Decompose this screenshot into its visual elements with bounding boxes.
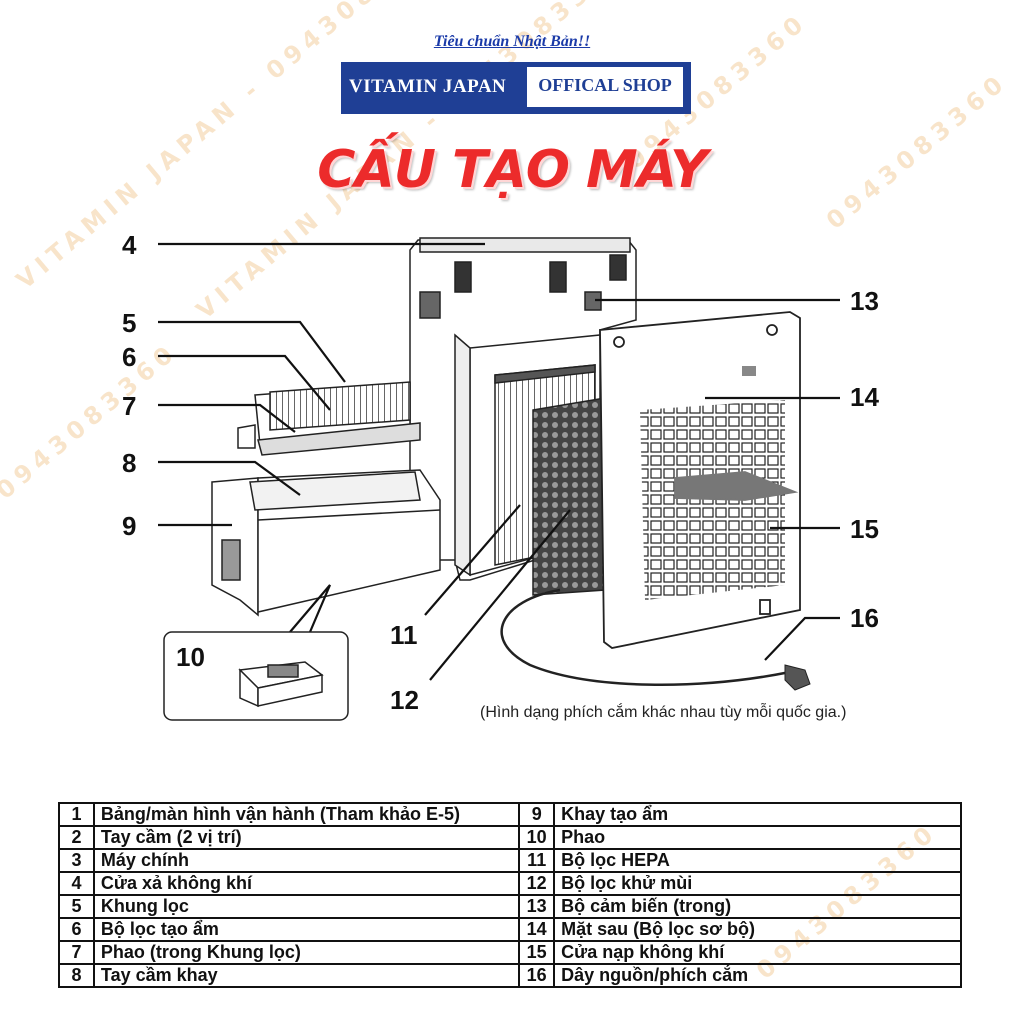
part-number: 5	[58, 894, 95, 919]
humidifying-tray	[211, 469, 441, 617]
deodorizing-filter	[532, 397, 606, 596]
filter-frame	[237, 381, 421, 456]
leader-lines	[158, 242, 840, 681]
part-number: 3	[58, 848, 95, 873]
callout-4: 4	[122, 230, 137, 260]
part-number: 6	[58, 917, 95, 942]
callout-15: 15	[850, 514, 879, 544]
part-number: 11	[518, 848, 556, 873]
callout-9: 9	[122, 511, 137, 541]
part-label: Tay cầm (2 vị trí)	[92, 825, 521, 850]
page-title: CẤU TẠO MÁY	[317, 140, 707, 200]
power-cord	[500, 588, 791, 686]
part-label: Phao	[553, 825, 962, 850]
part-label: Mặt sau (Bộ lọc sơ bộ)	[553, 917, 962, 942]
callout-10: 10	[176, 642, 205, 672]
part-number: 12	[518, 871, 556, 896]
callout-7: 7	[122, 391, 137, 421]
part-label: Khung lọc	[92, 894, 521, 919]
part-number: 14	[518, 917, 556, 942]
part-number: 9	[518, 802, 556, 827]
shop-banner: VITAMIN JAPAN OFFICAL SHOP	[341, 62, 691, 114]
part-label: Bộ cảm biến (trong)	[553, 894, 962, 919]
part-label: Bộ lọc HEPA	[553, 848, 962, 873]
plug-note: (Hình dạng phích cắm khác nhau tùy mỗi q…	[480, 704, 847, 721]
part-number: 1	[58, 802, 95, 827]
part-number: 13	[518, 894, 556, 919]
part-number: 7	[58, 940, 95, 965]
part-label: Bộ lọc khử mùi	[553, 871, 962, 896]
part-number: 16	[518, 963, 556, 988]
part-label: Phao (trong Khung lọc)	[92, 940, 521, 965]
part-label: Bộ lọc tạo ẩm	[92, 917, 521, 942]
part-number: 4	[58, 871, 95, 896]
callout-14: 14	[850, 382, 879, 412]
back-panel	[599, 311, 801, 649]
part-number: 8	[58, 963, 95, 988]
part-label: Máy chính	[92, 848, 521, 873]
float-inset	[163, 631, 349, 721]
part-label: Tay cầm khay	[92, 963, 521, 988]
callout-8: 8	[122, 448, 137, 478]
part-number: 10	[518, 825, 556, 850]
callout-16: 16	[850, 603, 879, 633]
power-plug	[784, 664, 811, 691]
part-number: 2	[58, 825, 95, 850]
callout-12: 12	[390, 685, 419, 715]
shop-tag: OFFICAL SHOP	[527, 67, 683, 107]
shop-name: VITAMIN JAPAN	[349, 76, 507, 97]
part-number: 15	[518, 940, 556, 965]
callout-13: 13	[850, 286, 879, 316]
part-label: Cửa xả không khí	[92, 871, 521, 896]
callout-6: 6	[122, 342, 137, 372]
product-diagram	[158, 237, 840, 721]
part-label: Cửa nạp không khí	[553, 940, 962, 965]
tagline: Tiêu chuẩn Nhật Bản!!	[433, 33, 591, 50]
part-label: Bảng/màn hình vận hành (Tham khảo E-5)	[92, 802, 521, 827]
callout-5: 5	[122, 308, 137, 338]
part-label: Dây nguồn/phích cắm	[553, 963, 962, 988]
part-label: Khay tạo ẩm	[553, 802, 962, 827]
callout-11: 11	[390, 620, 418, 650]
